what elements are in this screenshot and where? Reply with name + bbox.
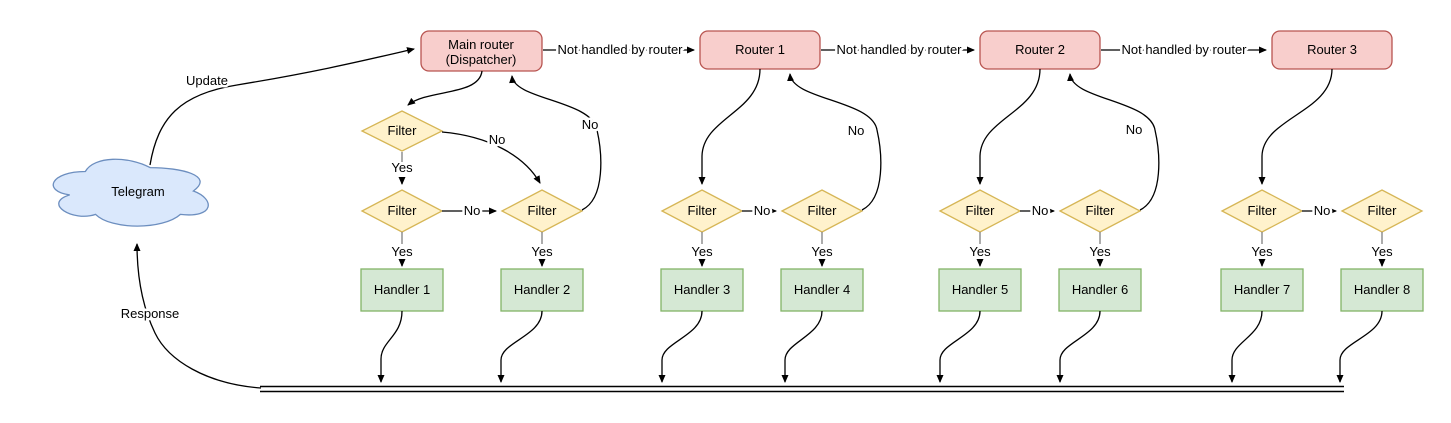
handler6-box bbox=[1058, 268, 1142, 312]
handler4-to-bus-arrow bbox=[781, 310, 823, 383]
filter-a-no-curve bbox=[441, 131, 541, 184]
handler3-to-bus-arrow bbox=[658, 310, 703, 383]
handler6-to-bus-arrow bbox=[1056, 310, 1101, 383]
not-handled-edge-1: Not handled by router bbox=[543, 40, 695, 60]
router1-group: Filter No Filter No Yes Yes Handler 3 Ha… bbox=[658, 68, 882, 383]
handler1-box bbox=[360, 268, 444, 312]
filter-r1a-label: Filter bbox=[688, 203, 718, 218]
handler7-box bbox=[1220, 268, 1304, 312]
handler8-box bbox=[1340, 268, 1424, 312]
router2-to-filter-arrow bbox=[976, 68, 1041, 185]
handler5-box bbox=[938, 268, 1022, 312]
handler3-label: Handler 3 bbox=[674, 282, 730, 297]
filter-r3b-diamond bbox=[1340, 189, 1424, 233]
handler1-to-bus-arrow bbox=[377, 310, 403, 383]
update-label: Update bbox=[186, 73, 228, 88]
filter-r1a-no-label: No bbox=[754, 203, 771, 218]
filter-c-loop-no-label: No bbox=[582, 117, 599, 132]
response-arrow bbox=[133, 243, 262, 389]
not-handled-edge-2: Not handled by router bbox=[821, 40, 975, 60]
filter-r2b-loop-no-label: No bbox=[1126, 122, 1143, 137]
update-arrow bbox=[149, 47, 415, 166]
filter-r1b-diamond bbox=[780, 189, 864, 233]
filter-c-yes-label: Yes bbox=[531, 244, 553, 259]
router-row: Main router (Dispatcher) Router 1 Router… bbox=[420, 30, 1393, 72]
handler2-to-bus-arrow bbox=[497, 310, 543, 383]
handler7-to-bus-arrow bbox=[1228, 310, 1263, 383]
filter-c-loop-arrow bbox=[509, 75, 602, 211]
handler5-to-bus-arrow bbox=[936, 310, 981, 383]
update-edge: Update bbox=[149, 47, 415, 166]
main-router-label-line2: (Dispatcher) bbox=[446, 52, 517, 67]
not-handled-label-2: Not handled by router bbox=[836, 42, 962, 57]
filter-r3b-yes-label: Yes bbox=[1371, 244, 1393, 259]
main-router-label-line1: Main router bbox=[448, 37, 514, 52]
filter-r1b-label: Filter bbox=[808, 203, 838, 218]
handler4-label: Handler 4 bbox=[794, 282, 850, 297]
filter-b-no-label: No bbox=[464, 203, 481, 218]
router2-group: Filter No Filter No Yes Yes Handler 5 Ha… bbox=[936, 68, 1160, 383]
handler7-label: Handler 7 bbox=[1234, 282, 1290, 297]
not-handled-label-3: Not handled by router bbox=[1121, 42, 1247, 57]
filter-r2b-yes-label: Yes bbox=[1089, 244, 1111, 259]
main-to-filter-a-arrow bbox=[407, 70, 483, 106]
router3-to-filter-arrow bbox=[1258, 68, 1333, 185]
filter-r1a-yes-label: Yes bbox=[691, 244, 713, 259]
not-handled-edge-3: Not handled by router bbox=[1101, 40, 1267, 60]
response-label: Response bbox=[121, 306, 180, 321]
filter-a-no-label: No bbox=[489, 132, 506, 147]
router3-group: Filter No Filter Yes Yes Handler 7 Handl… bbox=[1220, 68, 1424, 383]
filter-r2a-yes-label: Yes bbox=[969, 244, 991, 259]
filter-r3b-label: Filter bbox=[1368, 203, 1398, 218]
response-edge: Response bbox=[118, 243, 262, 389]
handler8-label: Handler 8 bbox=[1354, 282, 1410, 297]
filter-r2b-loop-arrow bbox=[1067, 73, 1160, 211]
filter-a-diamond bbox=[360, 110, 444, 152]
filter-r2b-diamond bbox=[1058, 189, 1142, 233]
handler2-label: Handler 2 bbox=[514, 282, 570, 297]
response-bus bbox=[260, 385, 1344, 393]
telegram-cloud bbox=[52, 158, 209, 227]
handler8-to-bus-arrow bbox=[1336, 310, 1383, 383]
filter-r2a-no-label: No bbox=[1032, 203, 1049, 218]
handler2-box bbox=[500, 268, 584, 312]
filter-b-yes-label: Yes bbox=[391, 244, 413, 259]
filter-r1b-loop-arrow bbox=[787, 73, 882, 211]
not-handled-label-1: Not handled by router bbox=[557, 42, 683, 57]
filter-c-label: Filter bbox=[528, 203, 558, 218]
filter-b-label: Filter bbox=[388, 203, 418, 218]
filter-r3a-yes-label: Yes bbox=[1251, 244, 1273, 259]
router1-to-filter-arrow bbox=[698, 68, 761, 185]
main-router-group: Filter Yes No Filter No Filter No Yes Ye… bbox=[360, 70, 602, 383]
filter-r1b-loop-no-label: No bbox=[848, 123, 865, 138]
filter-r3a-no-label: No bbox=[1314, 203, 1331, 218]
router3-label: Router 3 bbox=[1307, 42, 1357, 57]
handler5-label: Handler 5 bbox=[952, 282, 1008, 297]
filter-r2b-label: Filter bbox=[1086, 203, 1116, 218]
handler1-label: Handler 1 bbox=[374, 282, 430, 297]
filter-r2a-label: Filter bbox=[966, 203, 996, 218]
filter-a-yes-label: Yes bbox=[391, 160, 413, 175]
filter-a-label: Filter bbox=[388, 123, 418, 138]
filter-c-diamond bbox=[500, 189, 584, 233]
filter-r1b-yes-label: Yes bbox=[811, 244, 833, 259]
telegram-cloud-group: Telegram bbox=[52, 158, 209, 227]
filter-r3a-label: Filter bbox=[1248, 203, 1278, 218]
handler6-label: Handler 6 bbox=[1072, 282, 1128, 297]
router1-label: Router 1 bbox=[735, 42, 785, 57]
router2-label: Router 2 bbox=[1015, 42, 1065, 57]
telegram-label: Telegram bbox=[111, 184, 164, 199]
